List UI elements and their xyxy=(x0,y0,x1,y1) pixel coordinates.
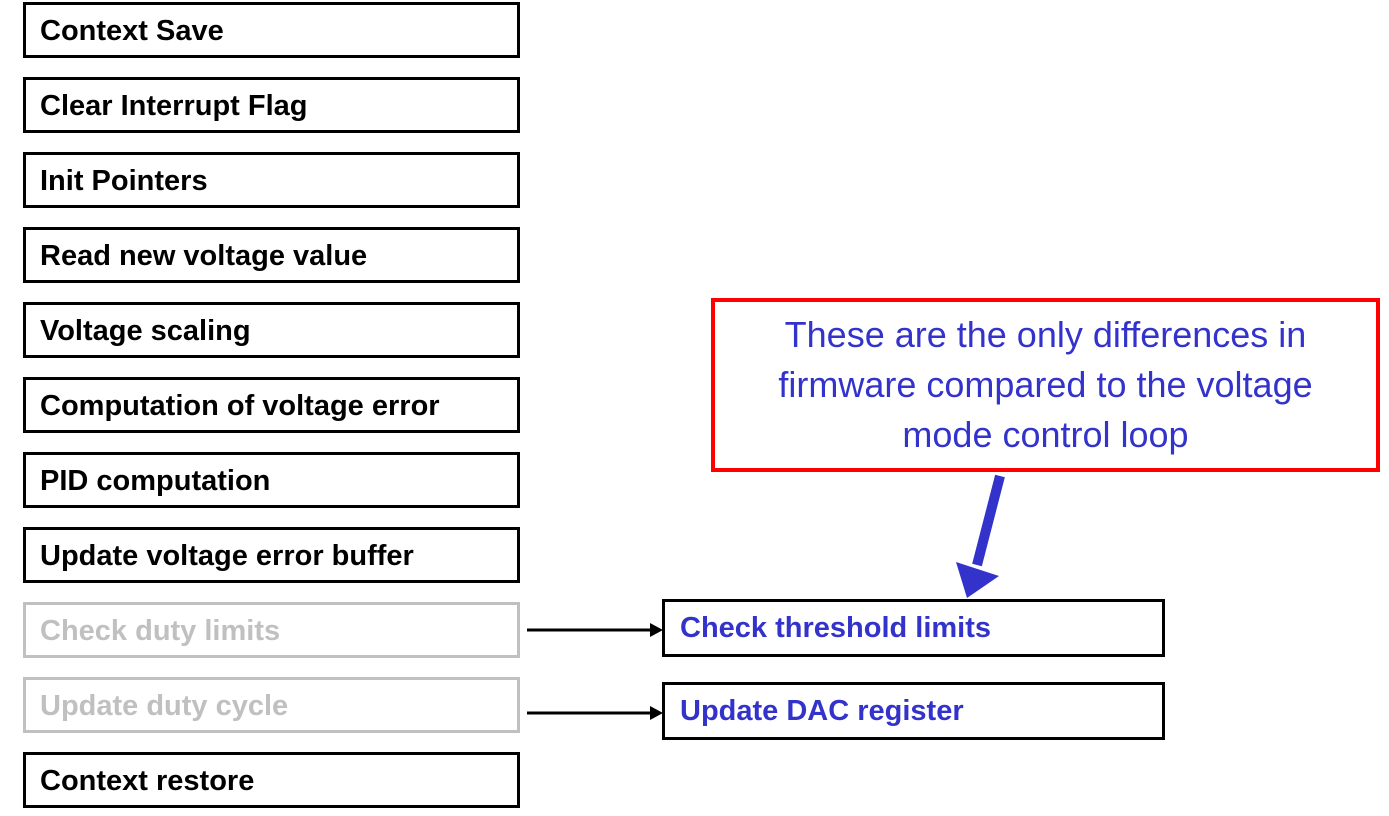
step-label: Context Save xyxy=(40,15,224,47)
step-label: Update DAC register xyxy=(680,695,964,727)
step-label: Init Pointers xyxy=(40,165,208,197)
step-label: Check threshold limits xyxy=(680,612,992,644)
callout-line: firmware compared to the voltage xyxy=(778,364,1313,405)
step-voltage-error: Computation of voltage error xyxy=(23,377,520,433)
replacement-arrow-icon xyxy=(527,623,663,637)
step-label: Computation of voltage error xyxy=(40,390,440,422)
step-label: Voltage scaling xyxy=(40,315,251,347)
step-update-dac-register: Update DAC register xyxy=(662,682,1165,740)
step-label: Check duty limits xyxy=(40,615,281,647)
step-label: Update voltage error buffer xyxy=(40,540,414,572)
replacement-arrow-icon xyxy=(527,706,663,720)
callout-line: These are the only differences in xyxy=(784,314,1307,355)
step-check-duty-limits: Check duty limits xyxy=(23,602,520,658)
step-label: Clear Interrupt Flag xyxy=(40,90,308,122)
step-label: Read new voltage value xyxy=(40,240,368,272)
step-context-save: Context Save xyxy=(23,2,520,58)
step-label: Update duty cycle xyxy=(40,690,289,722)
step-update-duty-cycle: Update duty cycle xyxy=(23,677,520,733)
step-label: PID computation xyxy=(40,465,271,497)
step-voltage-scaling: Voltage scaling xyxy=(23,302,520,358)
step-clear-interrupt-flag: Clear Interrupt Flag xyxy=(23,77,520,133)
step-check-threshold-limits: Check threshold limits xyxy=(662,599,1165,657)
step-read-voltage: Read new voltage value xyxy=(23,227,520,283)
step-label: Context restore xyxy=(40,765,255,797)
step-context-restore: Context restore xyxy=(23,752,520,808)
step-update-error-buffer: Update voltage error buffer xyxy=(23,527,520,583)
differences-callout: These are the only differences in firmwa… xyxy=(711,298,1380,472)
step-pid-computation: PID computation xyxy=(23,452,520,508)
callout-pointer-arrow-icon xyxy=(956,474,1005,598)
callout-line: mode control loop xyxy=(902,414,1189,455)
step-init-pointers: Init Pointers xyxy=(23,152,520,208)
